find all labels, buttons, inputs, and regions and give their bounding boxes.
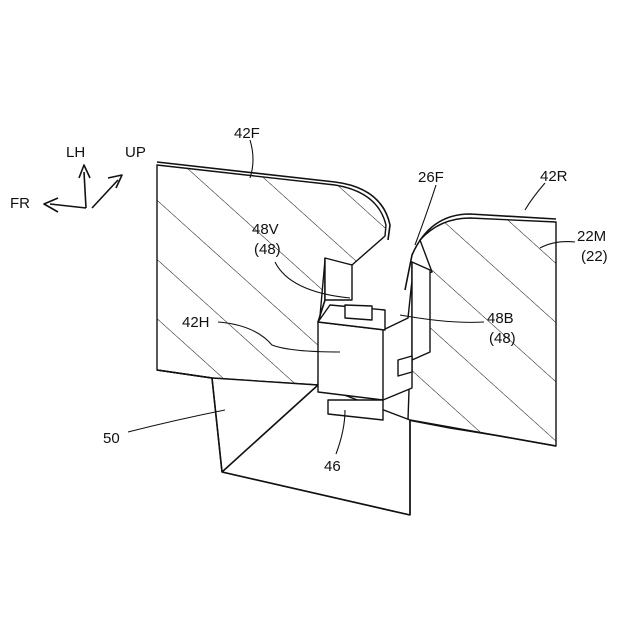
label-48v-paren: (48) [254, 241, 281, 258]
label-22m: 22M [577, 228, 606, 245]
fr-arrow-icon [44, 198, 86, 212]
label-46: 46 [324, 458, 341, 475]
lh-arrow-icon [79, 165, 90, 208]
up-arrow-icon [92, 175, 122, 208]
label-42h: 42H [182, 314, 210, 331]
label-50: 50 [103, 430, 120, 447]
label-22m-paren: (22) [581, 248, 608, 265]
label-up: UP [125, 144, 146, 161]
label-26f: 26F [418, 169, 444, 186]
label-48b-paren: (48) [489, 330, 516, 347]
label-fr: FR [10, 195, 30, 212]
label-lh: LH [66, 144, 85, 161]
label-48b: 48B [487, 310, 514, 327]
label-48v: 48V [252, 221, 279, 238]
label-42r: 42R [540, 168, 568, 185]
axis-indicator [44, 165, 122, 212]
label-42f: 42F [234, 125, 260, 142]
